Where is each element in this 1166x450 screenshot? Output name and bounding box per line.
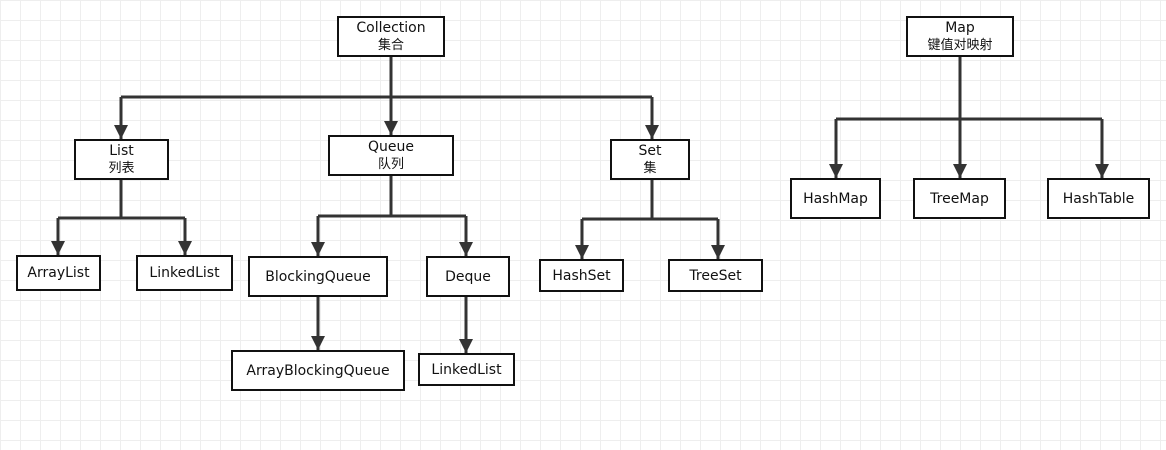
arrowhead-icon [1095, 164, 1109, 178]
node-sublabel: 列表 [108, 160, 135, 176]
node-arrayblockingqueue: ArrayBlockingQueue [231, 350, 405, 391]
node-map: Map 键值对映射 [906, 16, 1014, 57]
arrowhead-icon [953, 164, 967, 178]
node-hashtable: HashTable [1047, 178, 1150, 219]
node-arraylist: ArrayList [16, 255, 101, 291]
node-label: Map [945, 19, 975, 36]
node-hashset: HashSet [539, 259, 624, 292]
node-blockingqueue: BlockingQueue [248, 256, 388, 297]
node-list: List 列表 [74, 139, 169, 180]
arrowhead-icon [384, 121, 398, 135]
arrowhead-icon [459, 242, 473, 256]
arrowhead-icon [575, 245, 589, 259]
node-label: LinkedList [431, 361, 502, 378]
node-label: HashMap [803, 190, 868, 207]
node-label: List [109, 142, 134, 159]
node-linkedlist-deque: LinkedList [418, 353, 515, 386]
node-linkedlist: LinkedList [136, 255, 233, 291]
arrowhead-icon [711, 245, 725, 259]
connector-line [836, 57, 1102, 121]
node-label: LinkedList [149, 265, 220, 281]
arrowhead-icon [114, 125, 128, 139]
node-label: TreeSet [689, 267, 742, 284]
node-sublabel: 队列 [377, 156, 404, 172]
node-label: HashTable [1062, 190, 1135, 207]
arrowhead-icon [51, 241, 65, 255]
arrowhead-icon [459, 339, 473, 353]
node-hashmap: HashMap [790, 178, 881, 219]
node-label: ArrayList [27, 265, 90, 281]
node-label: BlockingQueue [265, 268, 371, 285]
node-treemap: TreeMap [913, 178, 1006, 219]
arrowhead-icon [829, 164, 843, 178]
node-label: Set [638, 142, 662, 159]
node-label: HashSet [552, 267, 611, 284]
arrowhead-icon [311, 242, 325, 256]
connector-line [318, 176, 466, 218]
node-treeset: TreeSet [668, 259, 763, 292]
node-collection: Collection 集合 [337, 16, 445, 57]
arrowhead-icon [645, 125, 659, 139]
arrowhead-icon [178, 241, 192, 255]
node-queue: Queue 队列 [328, 135, 454, 176]
node-label: ArrayBlockingQueue [246, 362, 390, 379]
node-sublabel: 键值对映射 [927, 37, 993, 53]
node-sublabel: 集 [643, 160, 657, 176]
node-label: TreeMap [930, 190, 989, 207]
node-label: Queue [368, 138, 414, 155]
node-deque: Deque [426, 256, 510, 297]
node-sublabel: 集合 [377, 37, 404, 53]
node-label: Deque [445, 268, 491, 285]
connector-line [582, 180, 718, 221]
arrowhead-icon [311, 336, 325, 350]
connector-line [58, 180, 185, 220]
node-set: Set 集 [610, 139, 690, 180]
node-label: Collection [356, 19, 426, 36]
